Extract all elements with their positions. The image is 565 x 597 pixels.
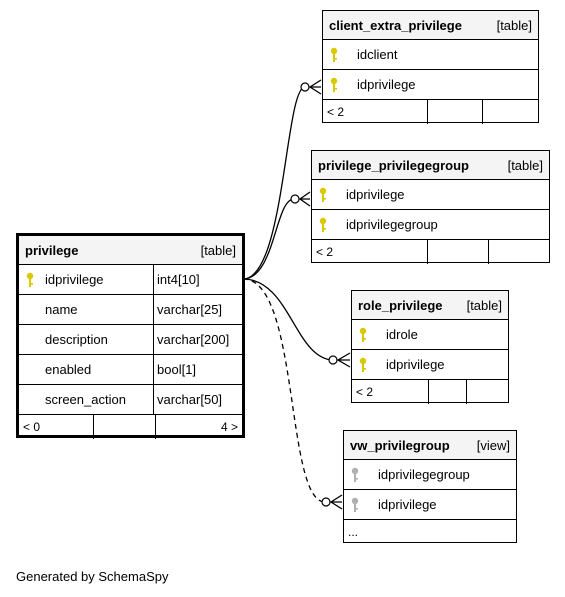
column-row[interactable]: idrole [352, 320, 508, 350]
column-name: idprivilegegroup [378, 467, 470, 482]
column-name: idprivilege [357, 77, 416, 92]
client-extra-privilege-table[interactable]: client_extra_privilege [table] idclient … [322, 10, 539, 124]
primary-key-icon [323, 47, 345, 63]
column-name: enabled [41, 355, 154, 384]
table-header: vw_privilegroup [view] [344, 431, 516, 460]
column-row[interactable]: idprivilege [312, 180, 549, 210]
vw-privilegroup-view[interactable]: vw_privilegroup [view] idprivilegegroup … [343, 430, 517, 543]
column-type: varchar[50] [157, 392, 223, 407]
crowfoot-2 [298, 191, 311, 207]
relation-client-extra-privilege [242, 86, 306, 280]
relation-role-privilege [242, 278, 335, 361]
optional-marker-4 [321, 497, 331, 507]
table-name: client_extra_privilege [329, 17, 462, 33]
primary-key-icon [352, 357, 374, 373]
table-name: privilege [25, 242, 79, 258]
column-name: idprivilege [378, 497, 437, 512]
primary-key-icon [312, 187, 334, 203]
column-name: idprivilege [386, 357, 445, 372]
privilege-privilegegroup-table[interactable]: privilege_privilegegroup [table] idprivi… [311, 150, 550, 264]
table-type: [table] [200, 242, 236, 258]
primary-key-icon [312, 217, 334, 233]
column-name: screen_action [41, 385, 154, 414]
parents-count[interactable]: < 2 [352, 380, 429, 404]
table-header: privilege [table] [19, 236, 242, 265]
implied-key-icon [344, 497, 366, 513]
table-footer: < 2 [312, 240, 549, 264]
column-name: name [41, 295, 154, 324]
table-name: privilege_privilegegroup [318, 157, 469, 173]
column-row[interactable]: description varchar[200] [19, 325, 242, 355]
table-footer: < 2 [323, 100, 538, 124]
column-row[interactable]: idprivilegegroup [344, 460, 516, 490]
table-header: role_privilege [table] [352, 291, 508, 320]
column-name: idprivilege [41, 265, 154, 294]
column-row[interactable]: idclient [323, 40, 538, 70]
primary-key-icon [323, 77, 345, 93]
table-type: [view] [476, 437, 510, 453]
table-name: role_privilege [358, 297, 443, 313]
generated-by-caption: Generated by SchemaSpy [16, 569, 169, 584]
primary-key-icon [19, 272, 41, 288]
optional-marker-3 [328, 355, 338, 365]
table-type: [table] [496, 17, 532, 33]
column-type: int4[10] [157, 272, 200, 287]
crowfoot-3 [336, 352, 351, 368]
column-row[interactable]: idprivilege [344, 490, 516, 520]
optional-marker-2 [290, 194, 300, 204]
column-row[interactable]: idprivilegegroup [312, 210, 549, 240]
crowfoot-1 [308, 79, 322, 95]
parents-count[interactable]: < 0 [19, 415, 94, 439]
column-row[interactable]: name varchar[25] [19, 295, 242, 325]
role-privilege-table[interactable]: role_privilege [table] idrole idprivileg… [351, 290, 509, 404]
parents-count[interactable]: < 2 [323, 100, 428, 124]
column-row[interactable]: idprivilege int4[10] [19, 265, 242, 295]
column-name: idprivilegegroup [346, 217, 438, 232]
column-name: idclient [357, 47, 398, 62]
column-row[interactable]: idprivilege [352, 350, 508, 380]
table-header: privilege_privilegegroup [table] [312, 151, 549, 180]
table-type: [table] [466, 297, 502, 313]
privilege-table[interactable]: privilege [table] idprivilege int4[10] n… [16, 233, 245, 439]
column-type: varchar[25] [157, 302, 223, 317]
column-name: idrole [386, 327, 418, 342]
relation-privilege-privilegegroup [242, 198, 295, 280]
table-footer: < 0 4 > [19, 415, 242, 439]
children-count[interactable]: 4 > [220, 420, 238, 434]
column-name: idprivilege [346, 187, 405, 202]
parents-count[interactable]: < 2 [312, 240, 428, 264]
column-name: description [41, 325, 154, 354]
column-type: varchar[200] [157, 332, 230, 347]
table-footer: ... [344, 520, 516, 544]
table-footer: < 2 [352, 380, 508, 404]
relation-vw-privilegroup [242, 278, 326, 503]
table-name: vw_privilegroup [350, 437, 450, 453]
primary-key-icon [352, 327, 374, 343]
column-row[interactable]: enabled bool[1] [19, 355, 242, 385]
view-footer: ... [348, 525, 359, 539]
implied-key-icon [344, 467, 366, 483]
column-type: bool[1] [157, 362, 197, 377]
crowfoot-4 [329, 494, 343, 510]
table-header: client_extra_privilege [table] [323, 11, 538, 40]
table-type: [table] [507, 157, 543, 173]
column-row[interactable]: idprivilege [323, 70, 538, 100]
column-row[interactable]: screen_action varchar[50] [19, 385, 242, 415]
optional-marker-1 [300, 82, 310, 92]
